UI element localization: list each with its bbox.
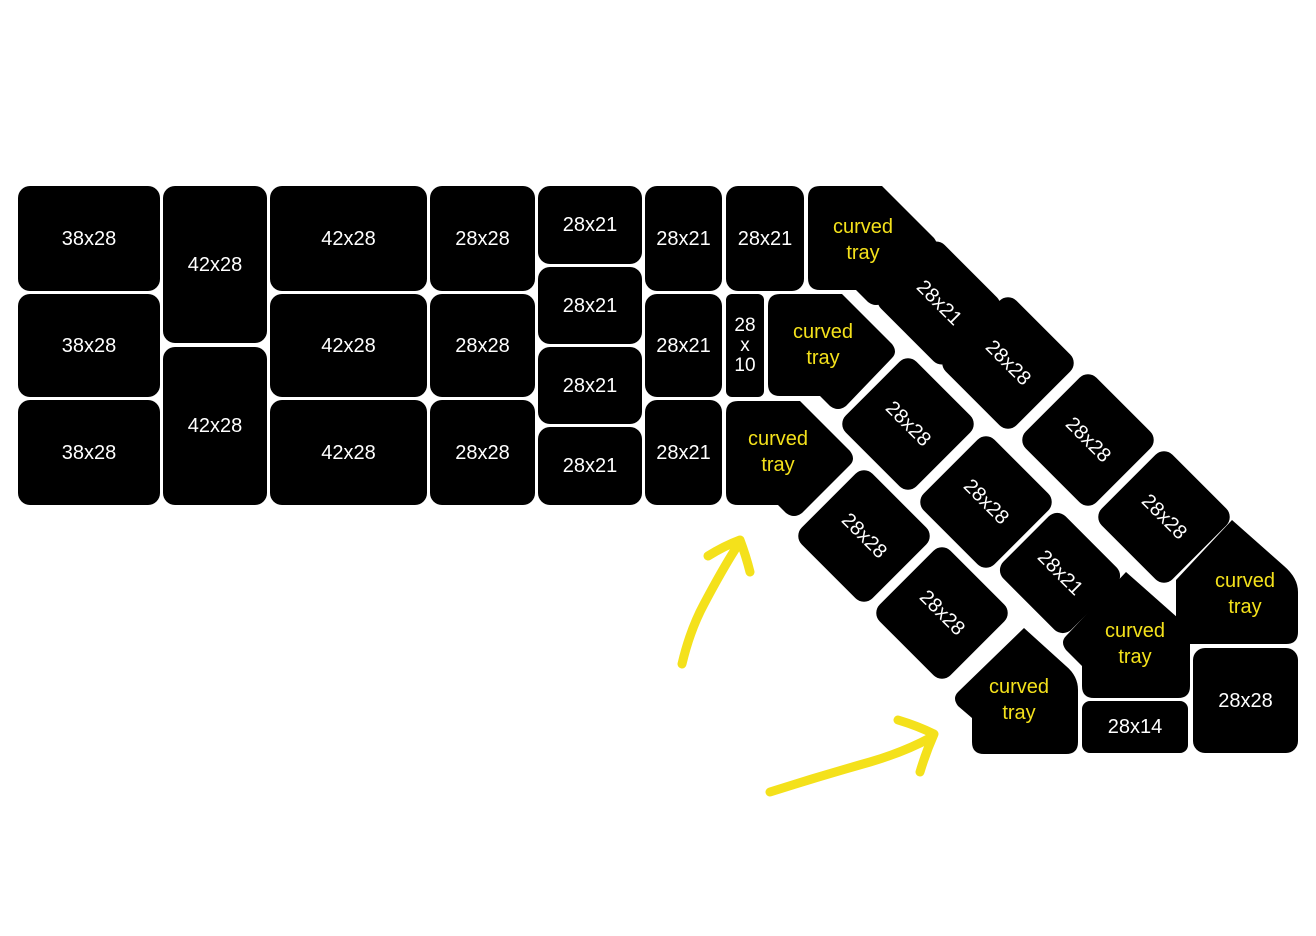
tray-28x21-col7: 28x21 xyxy=(726,186,804,291)
arrow-right-icon xyxy=(765,715,939,797)
tray-28x10: 28 x 10 xyxy=(726,294,764,397)
tray-label: 42x28 xyxy=(321,334,376,357)
tray-label: 28x21 xyxy=(562,374,618,397)
curved-tray-4-label: curved tray xyxy=(1214,570,1276,618)
tray-28x21-col6-3: 28x21 xyxy=(645,400,722,505)
curved-tray-1 xyxy=(808,186,937,305)
tray-label: 28x21 xyxy=(737,227,793,250)
tray-28x28-col4-3: 28x28 xyxy=(430,400,535,505)
tray-42x28-vertical-1: 42x28 xyxy=(163,186,267,343)
tray-label: 38x28 xyxy=(61,441,117,464)
tray-28x21-col6-1: 28x21 xyxy=(645,186,722,291)
tray-label: 28x14 xyxy=(1107,716,1163,738)
tray-38x28-2: 38x28 xyxy=(18,294,160,397)
tray-42x28-1: 42x28 xyxy=(270,186,427,291)
tray-label: 28x21 xyxy=(656,334,711,357)
tray-42x28-vertical-2: 42x28 xyxy=(163,347,267,505)
curved-tray-3 xyxy=(726,401,853,516)
tray-28x28-corner: 28x28 xyxy=(1193,648,1298,753)
tray-label: 42x28 xyxy=(321,441,376,464)
tray-42x28-2: 42x28 xyxy=(270,294,427,397)
curved-tray-2-label: curved tray xyxy=(792,321,854,369)
tray-label: 28x21 xyxy=(562,214,618,236)
tray-28x21-col5-1: 28x21 xyxy=(538,186,642,264)
tray-label: 28x28 xyxy=(1218,689,1273,712)
curved-tray-1-label: curved tray xyxy=(832,216,894,264)
curved-tray-5-label: curved tray xyxy=(1104,620,1166,668)
tray-label: 28x28 xyxy=(455,334,510,357)
tray-label: 42x28 xyxy=(321,227,376,250)
tray-label: 28x21 xyxy=(562,455,618,477)
tray-28x21-col5-4: 28x21 xyxy=(538,427,642,505)
tray-label: 42x28 xyxy=(187,415,243,437)
tray-label: 38x28 xyxy=(61,227,117,250)
curved-tray-4 xyxy=(1176,520,1298,644)
tray-label: 28x21 xyxy=(656,227,711,250)
tray-label: 28 x 10 xyxy=(734,314,756,376)
tray-label: 28x21 xyxy=(656,441,711,464)
tray-28x21-col5-2: 28x21 xyxy=(538,267,642,344)
tray-28x28-col4-2: 28x28 xyxy=(430,294,535,397)
tray-38x28-3: 38x28 xyxy=(18,400,160,505)
curved-tray-6-label: curved tray xyxy=(988,676,1050,724)
tray-label: 28x21 xyxy=(562,294,618,317)
tray-label: 38x28 xyxy=(61,334,117,357)
tray-28x14: 28x14 xyxy=(1082,701,1188,753)
tray-38x28-1: 38x28 xyxy=(18,186,160,291)
tray-28x21-col6-2: 28x21 xyxy=(645,294,722,397)
curved-tray-2 xyxy=(768,294,895,409)
arrow-up-icon xyxy=(677,535,755,669)
curved-tray-3-label: curved tray xyxy=(747,428,809,476)
tray-28x21-col5-3: 28x21 xyxy=(538,347,642,424)
tray-28x28-col4-1: 28x28 xyxy=(430,186,535,291)
tray-label: 42x28 xyxy=(187,253,243,276)
curved-tray-5 xyxy=(1063,572,1190,698)
curved-tray-6 xyxy=(955,628,1078,754)
tray-label: 28x28 xyxy=(455,227,510,250)
tray-label: 28x28 xyxy=(455,441,510,464)
tray-42x28-3: 42x28 xyxy=(270,400,427,505)
